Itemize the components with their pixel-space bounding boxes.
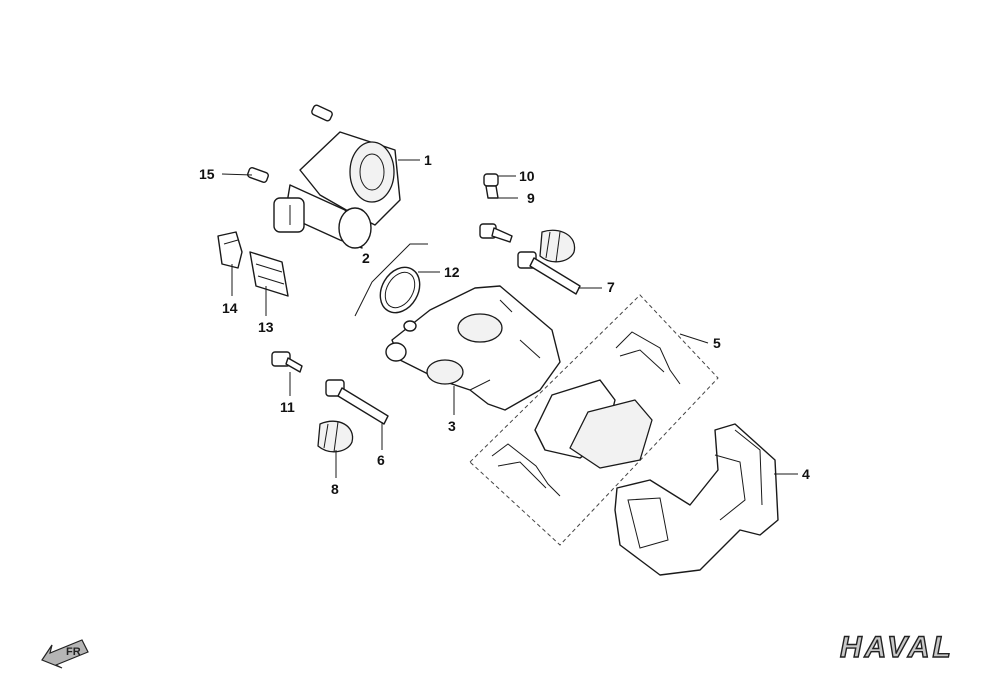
leader-lines [221,159,798,478]
part-3-caliper-housing [385,285,561,411]
part-7-guide-pin [517,251,581,295]
brake-pads [534,379,653,469]
part-13-spring-plate [249,251,289,297]
part-8-guide-boot [317,420,354,453]
callout-10: 10 [519,168,535,184]
part-15-bolt [247,104,333,183]
guide-boot-upper [539,229,576,263]
part-12-seal-ring [379,266,421,314]
callout-15: 15 [199,166,215,182]
callout-8: 8 [331,481,339,497]
callout-6: 6 [377,452,385,468]
part-1-parking-brake-motor [273,131,401,249]
callout-2: 2 [362,250,370,266]
haval-logo: HAVAL [839,630,954,664]
pad-spring-lower [491,443,561,497]
callout-5: 5 [713,335,721,351]
part-10-bleeder-cap [483,173,499,187]
guide-bolt-upper [479,223,513,243]
part-6-guide-pin [325,379,389,425]
callout-7: 7 [607,279,615,295]
part-4-caliper-bracket [614,423,779,576]
logo-text: HAVAL [840,631,954,664]
callout-3: 3 [448,418,456,434]
callout-1: 1 [424,152,432,168]
part-14-clip [217,231,243,269]
part-9-bleeder-screw [485,185,499,199]
front-direction-arrow-icon: FR [41,639,89,669]
part-11-bolt [271,351,303,373]
callout-13: 13 [258,319,274,335]
callout-12: 12 [444,264,460,280]
pad-spring-upper [615,331,681,385]
direction-marker-label: FR [66,646,81,658]
callout-9: 9 [527,190,535,206]
part-5-pad-kit-frame [469,294,719,546]
callout-14: 14 [222,300,238,316]
callout-11: 11 [280,399,295,415]
callout-4: 4 [802,466,810,482]
